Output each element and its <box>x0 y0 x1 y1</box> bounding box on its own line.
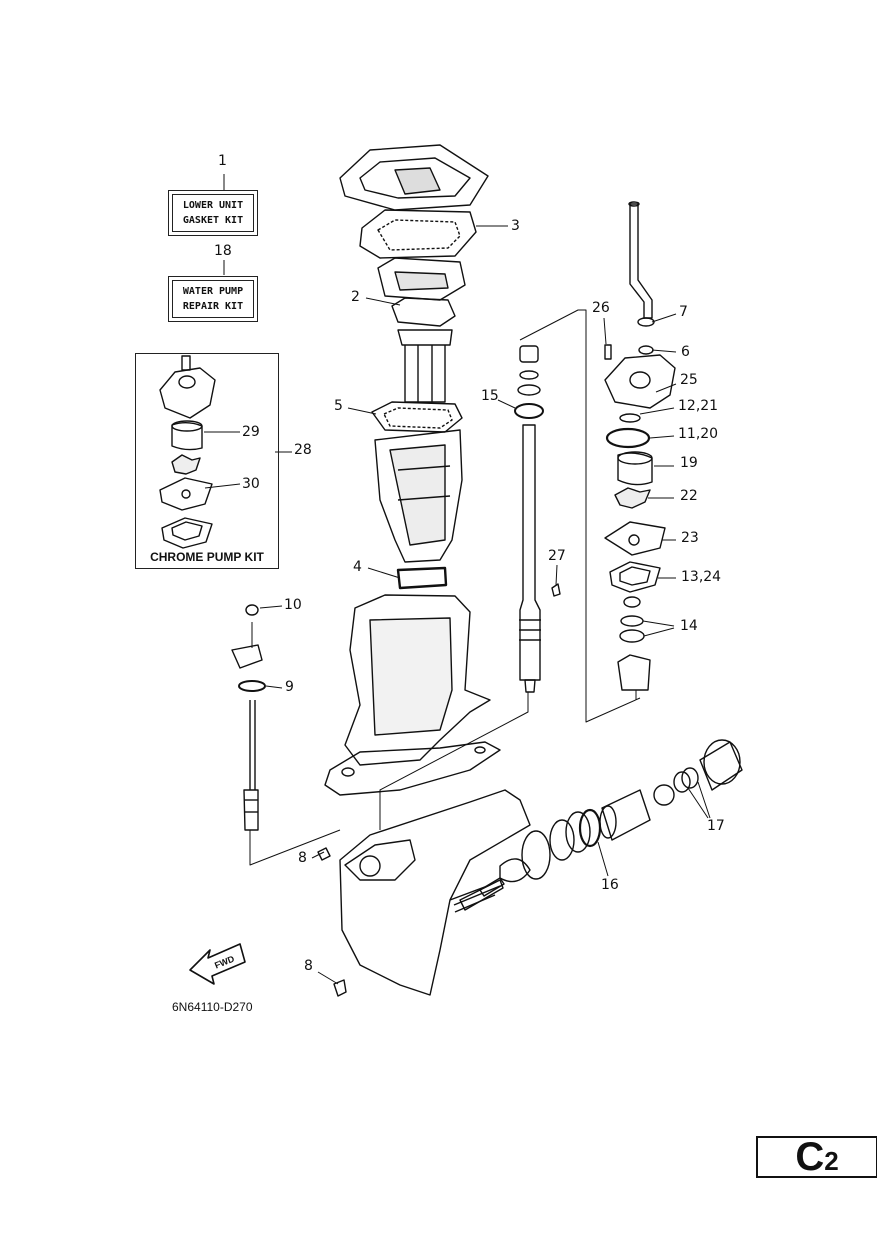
small-hardware <box>317 583 561 997</box>
callout-1: 1 <box>218 153 227 169</box>
callout-11-20: 11,20 <box>678 426 719 442</box>
water-pump-kit-line1: WATER PUMP <box>182 286 244 297</box>
callout-7: 7 <box>679 304 688 320</box>
callout-5: 5 <box>334 398 343 414</box>
shift-rod <box>231 604 266 831</box>
callout-27: 27 <box>548 548 566 564</box>
lower-unit-gasket-kit-box: LOWER UNIT GASKET KIT <box>168 190 258 236</box>
callout-14: 14 <box>680 618 698 634</box>
lower-unit-kit-line2: GASKET KIT <box>182 215 244 226</box>
callout-29: 29 <box>242 424 260 440</box>
chrome-pump-kit-parts <box>159 355 216 549</box>
chrome-pump-kit-frame: CHROME PUMP KIT <box>135 353 279 569</box>
lower-unit-kit-line1: LOWER UNIT <box>182 200 244 211</box>
callout-8-upper: 8 <box>298 850 307 866</box>
callout-17: 17 <box>707 818 725 834</box>
upper-casing-assembly <box>324 144 501 796</box>
callout-26: 26 <box>592 300 610 316</box>
gear-set <box>453 739 743 906</box>
page-letter: C <box>795 1135 825 1179</box>
callout-25: 25 <box>680 372 698 388</box>
callout-9: 9 <box>285 679 294 695</box>
callout-15: 15 <box>481 388 499 404</box>
document-code: 6N64110-D270 <box>172 1000 253 1014</box>
callout-18: 18 <box>214 243 232 259</box>
page-number: 2 <box>824 1146 839 1176</box>
callout-2: 2 <box>351 289 360 305</box>
driveshaft <box>514 345 544 693</box>
water-pump-repair-kit-box: WATER PUMP REPAIR KIT <box>168 276 258 322</box>
callout-4: 4 <box>353 559 362 575</box>
callout-3: 3 <box>511 218 520 234</box>
callout-22: 22 <box>680 488 698 504</box>
water-pump-kit-line2: REPAIR KIT <box>182 301 244 312</box>
callout-10: 10 <box>284 597 302 613</box>
lower-casing-assembly <box>339 789 531 996</box>
water-pump-assembly <box>604 201 676 691</box>
callout-19: 19 <box>680 455 698 471</box>
callout-12-21: 12,21 <box>678 398 719 414</box>
callout-8-lower: 8 <box>304 958 313 974</box>
callout-28: 28 <box>294 442 312 458</box>
fwd-arrow-icon: FWD <box>189 943 246 985</box>
callout-23: 23 <box>681 530 699 546</box>
callout-30: 30 <box>242 476 260 492</box>
assembly-lines <box>249 309 641 866</box>
chrome-pump-kit-title: CHROME PUMP KIT <box>150 550 264 564</box>
callout-13-24: 13,24 <box>681 569 722 585</box>
leader-lines <box>204 174 711 985</box>
page-tag: C2 <box>756 1136 877 1178</box>
callout-16: 16 <box>601 877 619 893</box>
callout-6: 6 <box>681 344 690 360</box>
